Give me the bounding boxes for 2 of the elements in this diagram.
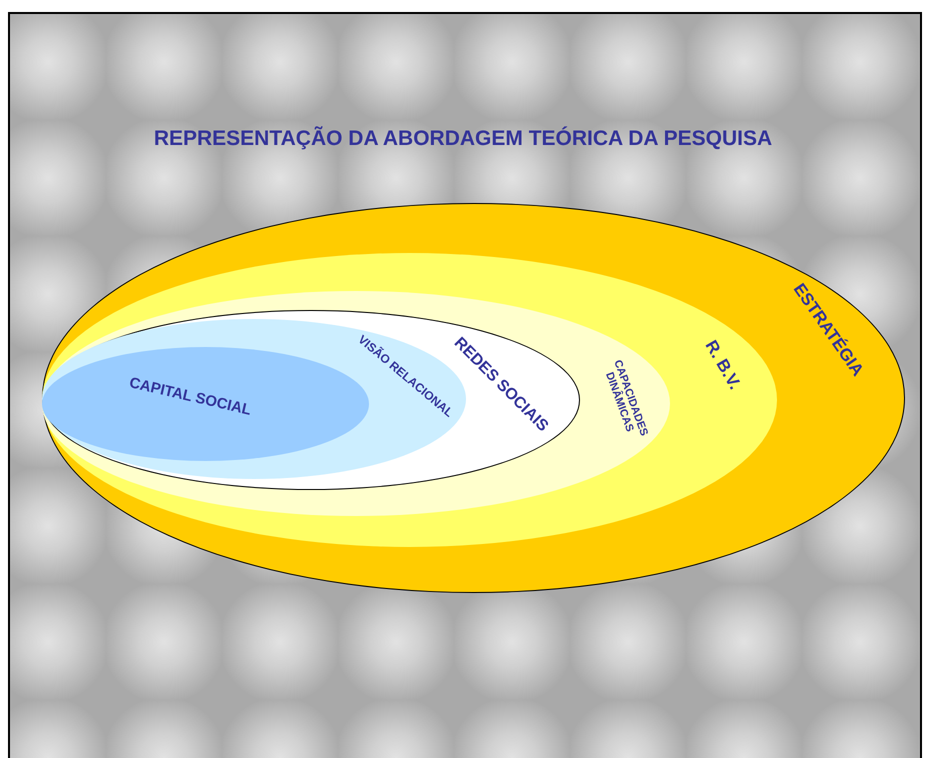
region-label: CAPITAL SOCIAL — [128, 374, 253, 418]
title: REPRESENTAÇÃO DA ABORDAGEM TEÓRICA DA PESQUISA — [152, 127, 774, 151]
